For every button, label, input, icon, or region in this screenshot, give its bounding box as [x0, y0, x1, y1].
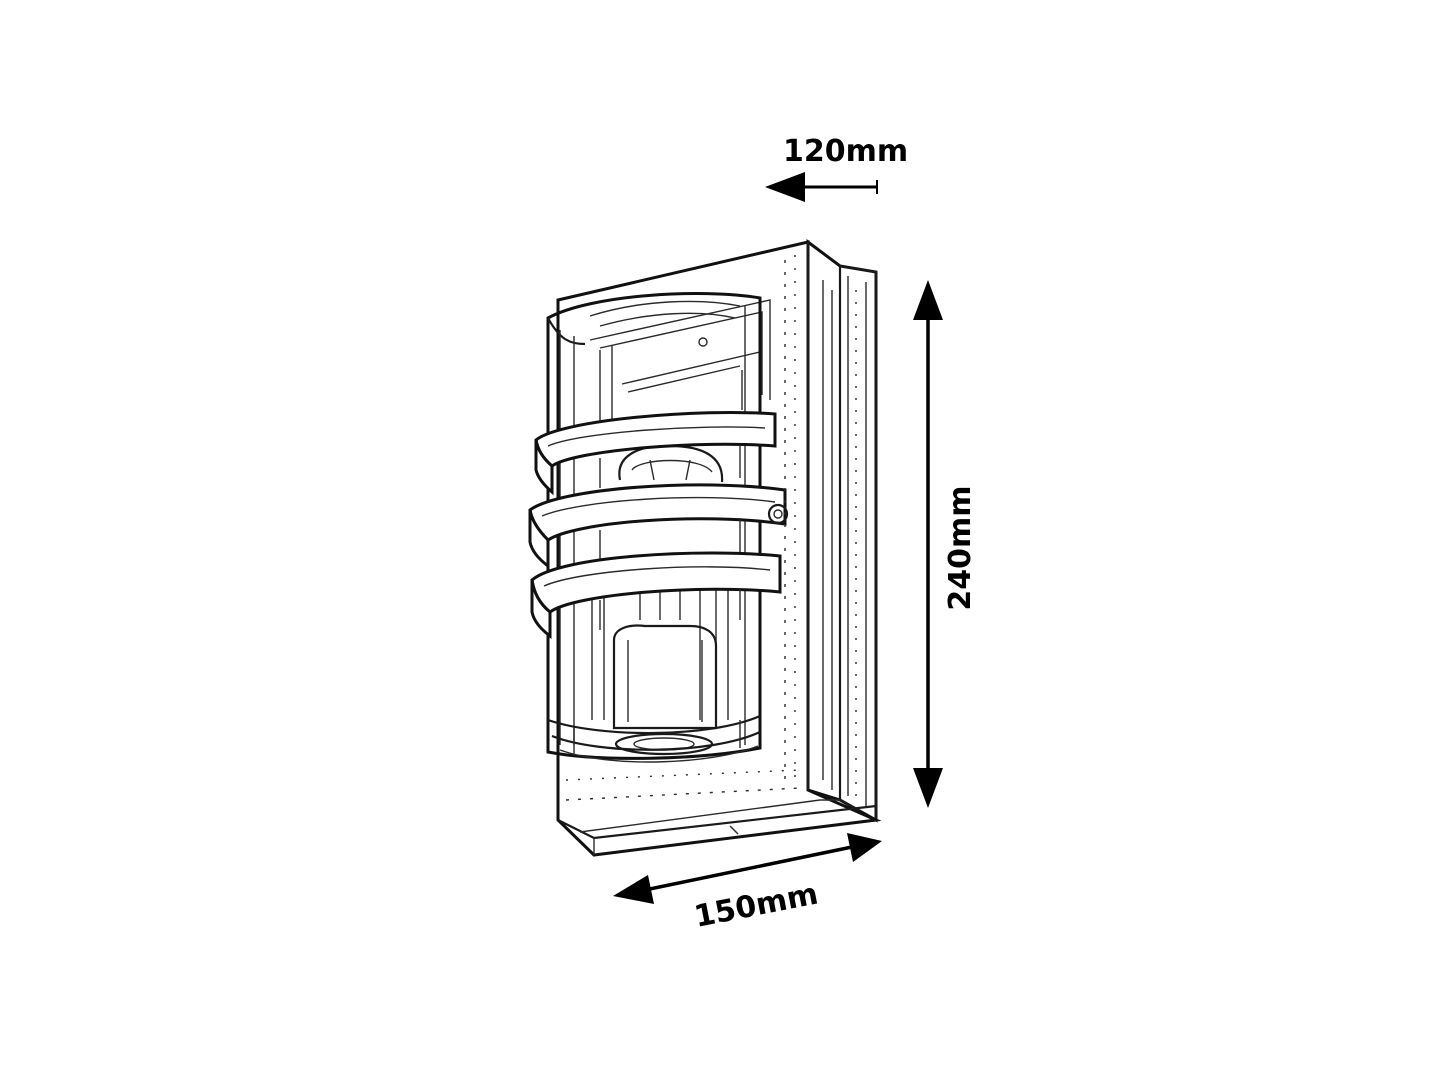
sketch-texture: [565, 255, 857, 801]
glass-bottom-rim: [547, 714, 761, 763]
lamp-illustration: [528, 239, 882, 857]
guard-band-top: [534, 410, 777, 496]
height-dimension: 240mm: [913, 280, 978, 808]
guard-band-bottom: [530, 551, 782, 640]
depth-arrow: [765, 172, 878, 202]
depth-label: 120mm: [783, 134, 908, 169]
height-arrow: [913, 280, 943, 808]
width-label: 150mm: [691, 877, 821, 935]
height-label: 240mm: [943, 485, 978, 610]
depth-dimension: 120mm: [765, 134, 908, 202]
lamp-socket: [612, 624, 718, 756]
back-plate: [556, 239, 882, 857]
guard-band-middle: [528, 483, 789, 570]
width-arrow: [613, 833, 882, 904]
mounting-frame: [589, 299, 771, 430]
